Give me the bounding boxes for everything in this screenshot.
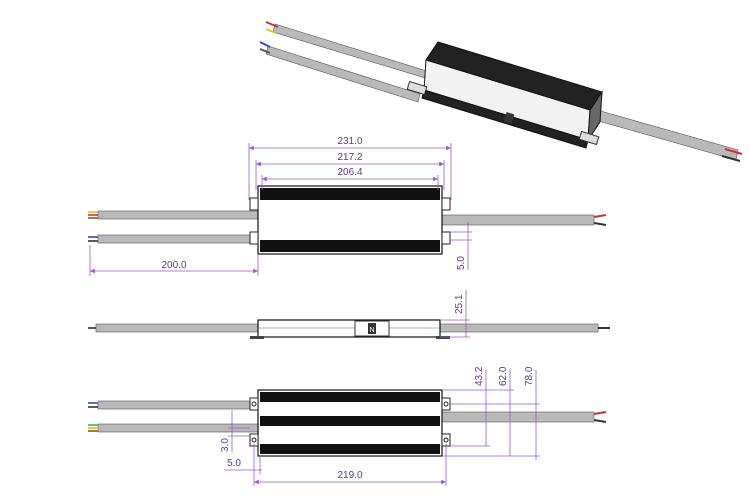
- wire-tip: [593, 411, 607, 415]
- mount-hole: [443, 401, 449, 407]
- side-mount-foot: [436, 336, 450, 339]
- dim-label-78: 78.0: [524, 366, 535, 386]
- top-body-dark-strip-lower: [260, 240, 440, 252]
- dim-label-206: 206.4: [337, 167, 362, 178]
- side-view: N 25.1: [88, 290, 610, 339]
- top-cable-right: [441, 214, 595, 226]
- top-mount-tab: [249, 197, 259, 211]
- iso-cable-upper-left: [272, 23, 433, 81]
- dim-label-200: 200.0: [161, 260, 186, 271]
- side-badge-icon: [368, 323, 376, 334]
- mount-hole: [251, 401, 257, 407]
- bottom-cable-left-upper: [97, 400, 259, 410]
- iso-body-end: [587, 90, 603, 142]
- iso-mount-tab: [578, 130, 600, 146]
- top-body-dark-strip-upper: [260, 188, 440, 200]
- bottom-body-dark-strip: [260, 416, 440, 426]
- bottom-mount-tab: [249, 397, 259, 411]
- iso-cable-right: [587, 107, 739, 161]
- bottom-body-dark-strip: [260, 392, 440, 402]
- iso-mount-tab: [406, 80, 428, 96]
- iso-wire-tip: [721, 155, 741, 162]
- top-mount-tab: [441, 231, 451, 245]
- wire-tip: [593, 222, 607, 226]
- mount-hole: [251, 437, 257, 443]
- wire-tip: [593, 214, 607, 218]
- top-view: 231.0 217.2 206.4 200.0 5.0: [88, 136, 607, 276]
- top-mount-tab: [249, 231, 259, 245]
- bottom-view: 43.2 62.0 78.0 3.0 5.0 219.0: [88, 366, 607, 486]
- dim-label-217: 217.2: [337, 152, 362, 163]
- isometric-view: [259, 21, 743, 162]
- iso-label-badge: [503, 112, 515, 124]
- dim-label-219: 219.0: [337, 470, 362, 481]
- bottom-mount-tab: [441, 397, 451, 411]
- iso-cable-lower-left: [265, 45, 421, 103]
- iso-wire-tip: [259, 41, 271, 48]
- dim-label-5-top: 5.0: [456, 256, 467, 270]
- dim-label-25: 25.1: [454, 294, 465, 314]
- dim-label-43: 43.2: [474, 366, 485, 386]
- iso-wire-tip: [265, 28, 277, 34]
- bottom-cable-right: [441, 411, 595, 423]
- side-mount-foot: [250, 336, 264, 339]
- bottom-body-dark-strip: [260, 444, 440, 454]
- side-cable-right: [439, 323, 599, 333]
- top-mount-tab: [441, 197, 451, 211]
- side-cable-left: [95, 323, 261, 333]
- dim-label-5-bottom: 5.0: [227, 458, 241, 469]
- iso-wire-tip: [724, 148, 743, 155]
- dim-label-3: 3.0: [220, 438, 231, 452]
- side-badge-text: N: [369, 327, 374, 334]
- mount-hole: [443, 437, 449, 443]
- top-cable-left-lower: [97, 234, 259, 244]
- top-cable-left-upper: [97, 210, 259, 220]
- dim-label-62: 62.0: [498, 366, 509, 386]
- wire-tip: [593, 419, 607, 423]
- iso-wire-tip: [259, 48, 271, 54]
- dim-label-231: 231.0: [337, 136, 362, 147]
- iso-wire-tip: [265, 21, 279, 28]
- side-body: [257, 319, 441, 338]
